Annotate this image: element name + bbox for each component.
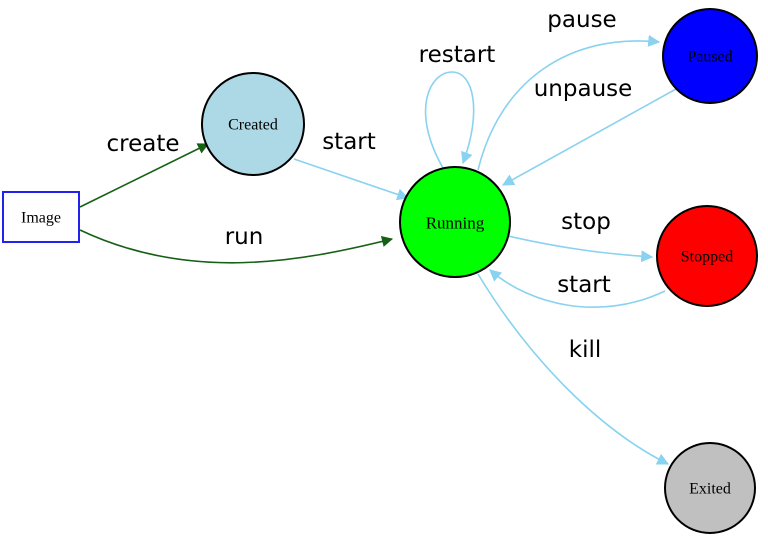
edge-run-path: [79, 229, 394, 264]
edge-start-created: start: [293, 129, 410, 201]
edge-pause-path: [477, 34, 661, 171]
edge-run: run: [79, 224, 394, 264]
edge-restart-path: [424, 71, 475, 169]
node-paused[interactable]: Paused: [662, 8, 758, 104]
edge-start-stopped: start: [489, 269, 666, 308]
node-stopped-label: Stopped: [681, 249, 733, 266]
edge-restart: restart: [419, 42, 496, 169]
edge-label-run: run: [225, 224, 264, 250]
node-running[interactable]: Running: [399, 166, 511, 278]
edge-label-create: create: [106, 131, 179, 157]
node-stopped-shape[interactable]: [656, 205, 758, 307]
node-running-label: Running: [426, 214, 485, 233]
node-created[interactable]: Created: [201, 72, 305, 176]
edge-label-start-stopped: start: [557, 272, 611, 298]
node-created-shape[interactable]: [201, 72, 305, 176]
node-exited-label: Exited: [689, 481, 731, 498]
node-image-label: Image: [21, 210, 61, 227]
edge-label-unpause: unpause: [534, 76, 633, 102]
edge-label-pause: pause: [547, 7, 616, 33]
edge-unpause: unpause: [501, 76, 677, 186]
node-image[interactable]: Image: [2, 191, 80, 243]
node-stopped[interactable]: Stopped: [656, 205, 758, 307]
node-exited[interactable]: Exited: [664, 442, 756, 534]
edge-stop-path: [507, 235, 654, 263]
node-image-shape[interactable]: [2, 191, 80, 243]
node-running-shape[interactable]: [399, 166, 511, 278]
edge-kill-path: [477, 273, 670, 465]
node-paused-shape[interactable]: [662, 8, 758, 104]
node-created-label: Created: [228, 117, 278, 134]
node-exited-shape[interactable]: [664, 442, 756, 534]
edge-unpause-path: [501, 88, 677, 186]
edge-kill: kill: [477, 273, 670, 465]
edge-label-stop: stop: [561, 209, 611, 235]
edge-create-path: [79, 143, 210, 208]
edge-start-created-path: [293, 158, 410, 201]
edge-label-kill: kill: [569, 337, 602, 363]
node-paused-label: Paused: [687, 49, 732, 66]
edge-stop: stop: [507, 209, 654, 263]
edge-create: create: [79, 131, 210, 208]
edge-label-start-created: start: [322, 129, 376, 155]
edge-pause: pause: [477, 7, 661, 171]
edge-label-restart: restart: [419, 42, 496, 68]
edge-start-stopped-path: [489, 269, 666, 308]
